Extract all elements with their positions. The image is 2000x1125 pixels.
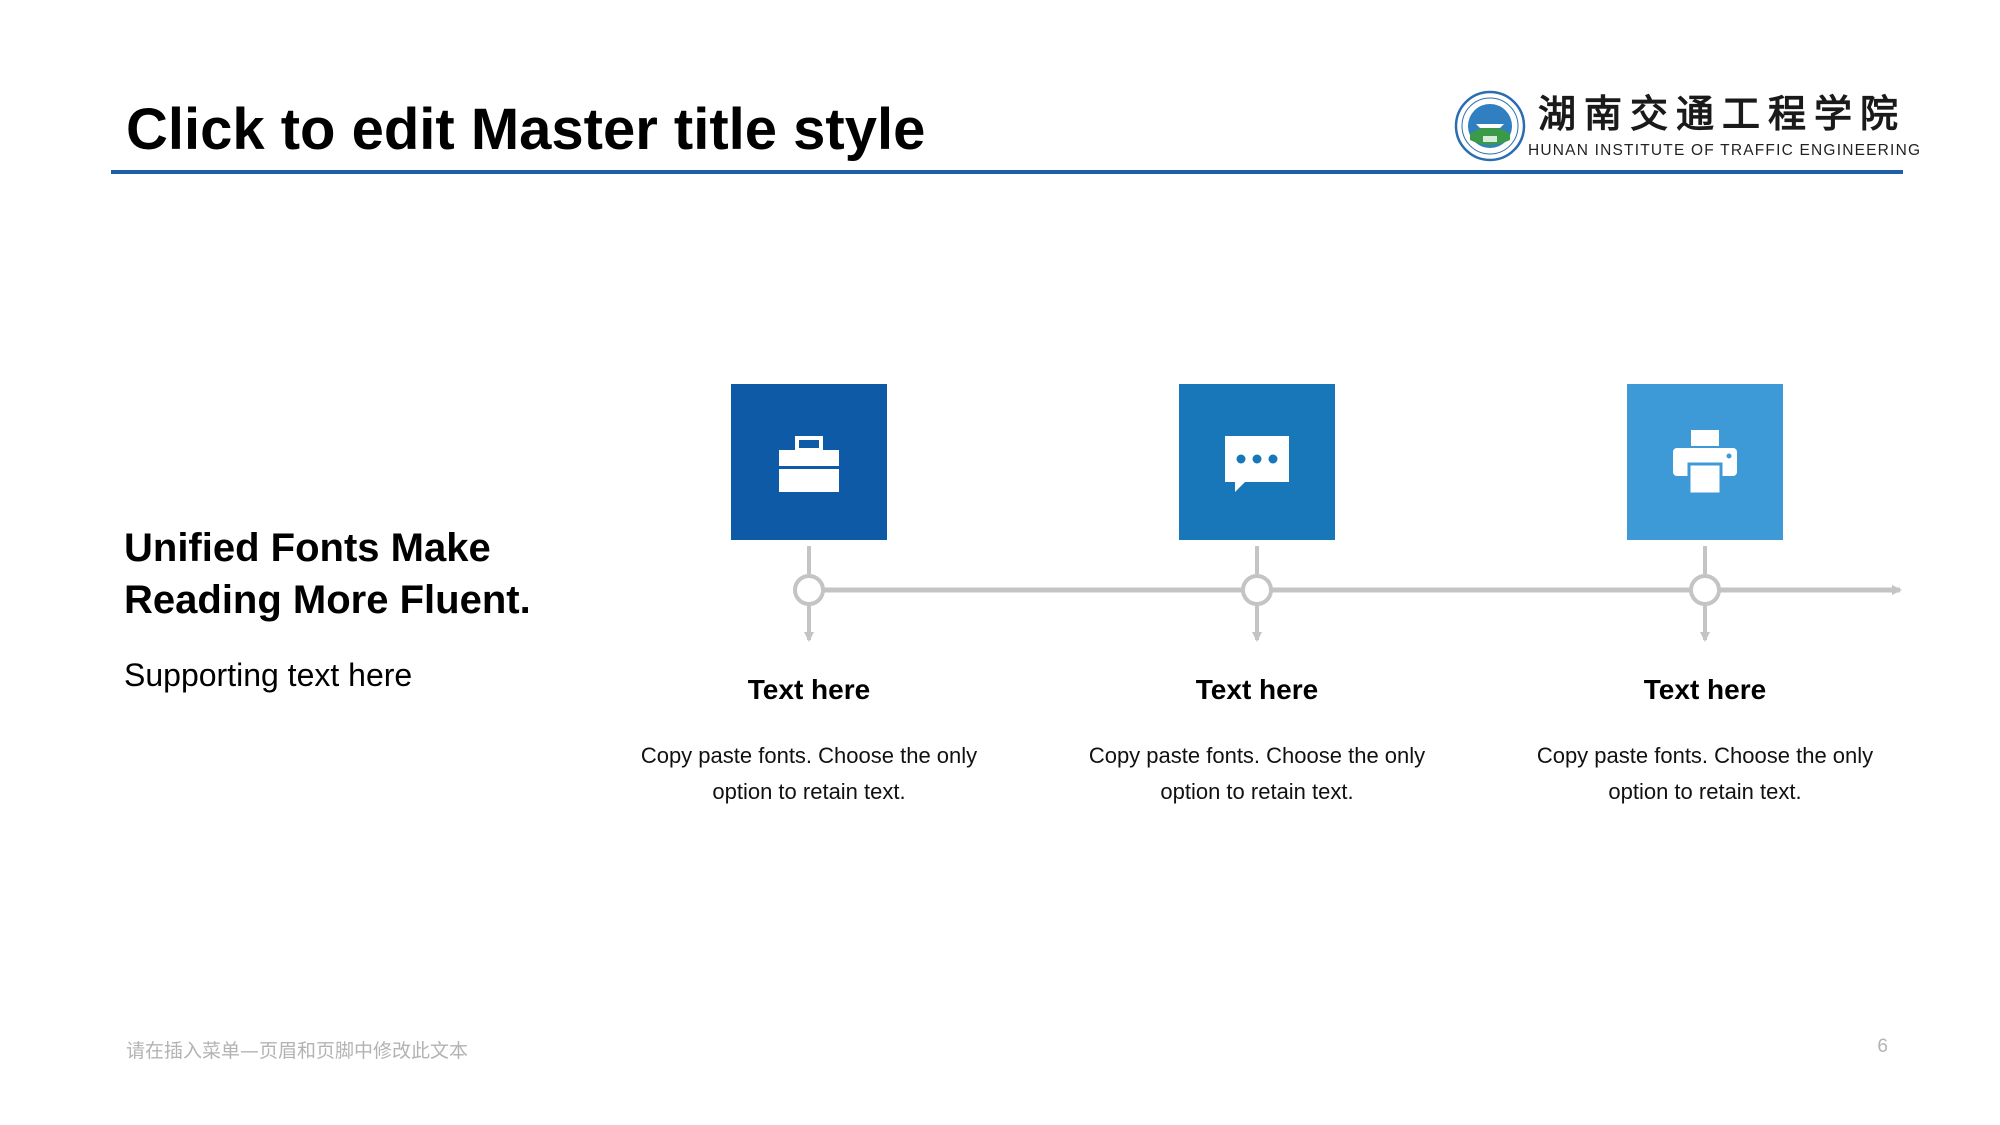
slide-title[interactable]: Click to edit Master title style (126, 97, 926, 162)
timeline-node-1 (793, 546, 825, 642)
title-underline (111, 170, 1903, 174)
institute-logo: 湖南交通工程学院 HUNAN INSTITUTE OF TRAFFIC ENGI… (1454, 90, 1920, 166)
supporting-text[interactable]: Supporting text here (124, 657, 413, 693)
footer-text[interactable]: 请在插入菜单—页眉和页脚中修改此文本 (126, 1040, 469, 1062)
institute-name-cn: 湖南交通工程学院 (1538, 91, 1907, 136)
step-2-description[interactable]: Copy paste fonts. Choose the only option… (1088, 743, 1426, 804)
page-number: 6 (1877, 1036, 1888, 1057)
briefcase-icon (779, 436, 839, 492)
institute-seal-icon (1454, 90, 1526, 162)
step-1-icon-box[interactable] (731, 384, 887, 540)
step-2-icon-box[interactable] (1179, 384, 1335, 540)
printer-icon (1673, 430, 1737, 496)
institute-name-en: HUNAN INSTITUTE OF TRAFFIC ENGINEERING (1528, 142, 1922, 159)
step-3-icon-box[interactable] (1627, 384, 1783, 540)
chat-bubble-icon (1225, 436, 1289, 492)
timeline-node-2 (1241, 546, 1273, 642)
step-1-title[interactable]: Text here (747, 674, 871, 705)
step-3-title[interactable]: Text here (1643, 674, 1767, 705)
step-1-description[interactable]: Copy paste fonts. Choose the only option… (640, 743, 978, 804)
headline[interactable]: Unified Fonts Make Reading More Fluent. (124, 526, 531, 622)
timeline-node-3 (1689, 546, 1721, 642)
step-2-title[interactable]: Text here (1195, 674, 1319, 705)
step-3-description[interactable]: Copy paste fonts. Choose the only option… (1536, 743, 1874, 804)
